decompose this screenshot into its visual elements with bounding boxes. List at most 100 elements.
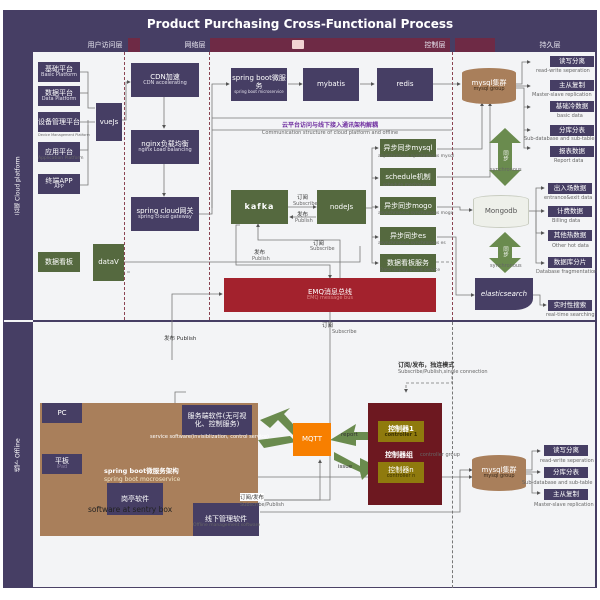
controller-n-en: controller n	[386, 472, 416, 479]
collapse-icon[interactable]	[292, 40, 304, 49]
controller-1[interactable]: 控制器1 controller 1	[378, 421, 424, 442]
mongo-out-entrance[interactable]: 出入场数据	[548, 183, 592, 194]
mysql-group-offline[interactable]: mysql集群 mysql group	[472, 455, 526, 491]
offline-mgmt-en: Offline management software	[193, 523, 261, 528]
platform-basic[interactable]: 基础平台 Basic Platform	[38, 62, 80, 82]
platform-device-en: Device Management Platform	[38, 133, 91, 137]
mongo-out-entrance-en: entrance&exit data	[544, 195, 593, 201]
service-software-cn: 服务端软件(无可视化、控制服务)	[187, 411, 247, 428]
platform-data-en: Data Platform	[41, 96, 77, 103]
edge-issue-en: issue	[338, 464, 353, 470]
schedule-en: schedule mechanism	[383, 183, 431, 188]
sync2-en: synchronous	[490, 263, 522, 269]
platform-device[interactable]: 设备管理平台	[38, 112, 80, 132]
nginx-node[interactable]: nginx负载均衡 nginx Load balancing	[131, 130, 199, 164]
elasticsearch-node[interactable]: elasticsearch	[475, 278, 533, 310]
emq-en: EMQ message bus	[306, 295, 353, 302]
datav-node[interactable]: dataV	[93, 244, 124, 281]
mysql-out-sub[interactable]: 分库分表	[550, 125, 594, 136]
mongodb-label: Mongodb	[484, 207, 518, 216]
platform-app[interactable]: 终端APP APP	[38, 174, 80, 194]
sentry-node[interactable]: 岗亭软件	[107, 483, 163, 515]
mongo-out-hot[interactable]: 其他热数据	[548, 230, 592, 241]
springboot-node[interactable]: spring boot微服务 spring boot microservice	[231, 68, 287, 101]
edge-publish-en: Publish	[252, 256, 270, 262]
offline-mysql-out-rw[interactable]: 读写分离	[544, 445, 588, 456]
swimlane-cloud-cn: 云端	[14, 203, 22, 216]
edge-subscribe-en: Subscribe	[332, 329, 357, 335]
swimlane-divider	[33, 320, 597, 322]
offline-mgmt-node[interactable]: 线下管理软件	[193, 503, 259, 536]
redis-label: redis	[396, 80, 414, 89]
diagram-title: Product Purchasing Cross-Functional Proc…	[3, 10, 597, 38]
platform-application[interactable]: 应用平台	[38, 142, 80, 162]
single-conn-en: Subscribe/Publish,single connection	[398, 369, 488, 375]
sync-mysql-cn: 异步同步mysql	[383, 143, 433, 152]
mongodb-node[interactable]: Mongodb	[473, 195, 529, 228]
pc-node[interactable]: PC	[42, 403, 82, 423]
platform-data[interactable]: 数据平台 Data Platform	[38, 86, 80, 106]
edge-subscribe-cn: 订阅	[297, 195, 309, 201]
platform-basic-cn: 基础平台	[45, 65, 73, 74]
springboot-arch-cn: spring boot微服务架构	[104, 467, 179, 475]
edge-report-en: report	[341, 432, 358, 438]
edge-publish-cn: 发布	[254, 250, 266, 256]
tablet-node[interactable]: 平板 iPad	[42, 454, 82, 474]
offline-mgmt-cn: 线下管理软件	[205, 515, 247, 524]
nginx-en: nginx Load balancing	[138, 147, 192, 154]
sentry-cn: 岗亭软件	[121, 494, 149, 503]
es-out-realtime-en: real-time searching	[546, 312, 595, 318]
mybatis-node[interactable]: mybatis	[303, 68, 359, 101]
frame-right-border	[595, 52, 597, 588]
nodejs-node[interactable]: nodeJs	[317, 190, 366, 224]
offline-mysql-out-sub[interactable]: 分库分表	[544, 467, 588, 478]
platform-app-en: APP	[54, 184, 64, 191]
service-software-node[interactable]: 服务端软件(无可视化、控制服务)	[182, 405, 252, 435]
sentry-en: software at sentry box	[88, 505, 173, 514]
sync-es-node[interactable]: 异步同步es	[380, 227, 436, 245]
platform-basic-en: Basic Platform	[41, 72, 77, 79]
controller-group[interactable]	[368, 403, 442, 505]
mongo-out-billing[interactable]: 计费数据	[548, 206, 592, 217]
sync-mongo-node[interactable]: 异步同步mogo	[380, 197, 436, 215]
schedule-node[interactable]: schedule机制	[380, 168, 436, 186]
springboot-cn: spring boot微服务	[232, 74, 286, 91]
mongo-out-shard[interactable]: 数据库分片	[548, 257, 592, 268]
pc-label: PC	[57, 408, 67, 417]
dashboard-service-node[interactable]: 数据看板服务	[380, 254, 436, 272]
sync-mongo-cn: 异步同步mogo	[384, 201, 432, 210]
lane-divider	[124, 52, 125, 320]
springboot-arch-en: spring boot mocroservice	[104, 476, 181, 483]
sync-mysql-node[interactable]: 异步同步mysql	[380, 139, 436, 157]
controller-n-cn: 控制器n	[388, 465, 414, 474]
kafka-node[interactable]: kafka	[231, 190, 288, 224]
lane-control: 控制层	[424, 41, 446, 49]
dashboard-node[interactable]: 数据看板	[38, 252, 80, 272]
swimlane-offline: 线下 Offline	[3, 322, 33, 588]
gateway-en: spring cloud gateway	[138, 214, 192, 221]
controller-1-en: controller 1	[384, 431, 418, 438]
nginx-cn: nginx负载均衡	[141, 140, 189, 149]
mongo-out-billing-en: Billing data	[552, 218, 581, 224]
redis-node[interactable]: redis	[377, 68, 433, 101]
controller-n[interactable]: 控制器n controller n	[378, 462, 424, 483]
mysql-out-rw[interactable]: 读写分离	[550, 56, 594, 67]
mysql-group-cloud[interactable]: mysql集群 mysql group	[462, 68, 516, 104]
es-out-realtime[interactable]: 实时性搜索	[548, 300, 592, 311]
gateway-node[interactable]: spring cloud网关 spring cloud gateway	[131, 197, 199, 231]
cdn-node[interactable]: CDN加速 CDN accelerating	[131, 63, 199, 97]
mysql-out-ms[interactable]: 主从复制	[550, 80, 594, 91]
mysql-out-basic[interactable]: 基础冷数据	[550, 101, 594, 112]
mysql-group-offline-cn: mysql集群	[481, 466, 517, 475]
sync1-en: synchronous	[490, 167, 522, 173]
offline-mysql-out-ms[interactable]: 主从复制	[544, 489, 588, 500]
schedule-cn: schedule机制	[385, 172, 431, 181]
vuejs-node[interactable]: vueJs	[96, 103, 122, 141]
kafka-label: kafka	[244, 202, 275, 212]
platform-data-cn: 数据平台	[45, 89, 73, 98]
emq-bus[interactable]: EMQ消息总线 EMQ message bus	[224, 278, 436, 312]
mysql-out-report[interactable]: 报表数据	[550, 146, 594, 157]
platform-application-en: Application Platform	[38, 156, 84, 161]
mqtt-node[interactable]: MQTT	[293, 423, 331, 456]
tablet-en: iPad	[56, 464, 68, 471]
